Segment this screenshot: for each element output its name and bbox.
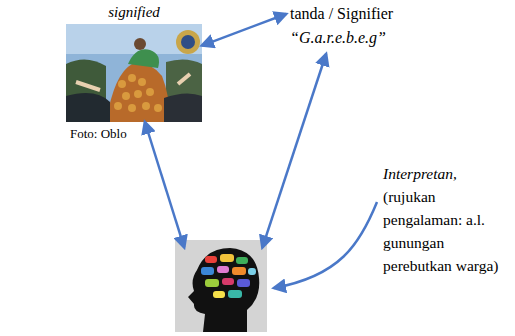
photo-illustration [66, 24, 202, 122]
connector-arrow [262, 54, 326, 247]
signifier-word: “G.a.r.e.b.e.g” [290, 26, 393, 50]
connector-arrow [145, 122, 184, 247]
diagram-node: Interpretan,(rujukan pengalaman: a.l. gu… [175, 240, 267, 332]
diagram-node: signifiedFoto: Oblo [66, 0, 202, 146]
diagram-node: tanda / Signifier“G.a.r.e.b.e.g” [290, 2, 393, 50]
head-icon [175, 240, 267, 332]
photo-credit: Foto: Oblo [70, 126, 127, 142]
connector-arrow [202, 14, 286, 46]
signified-label: signified [66, 2, 202, 22]
interpretant-heading: Interpretan, [383, 162, 509, 185]
signifier-label: tanda / Signifier [290, 2, 393, 26]
interpretant-note: (rujukan pengalaman: a.l. gunungan pereb… [383, 185, 509, 277]
